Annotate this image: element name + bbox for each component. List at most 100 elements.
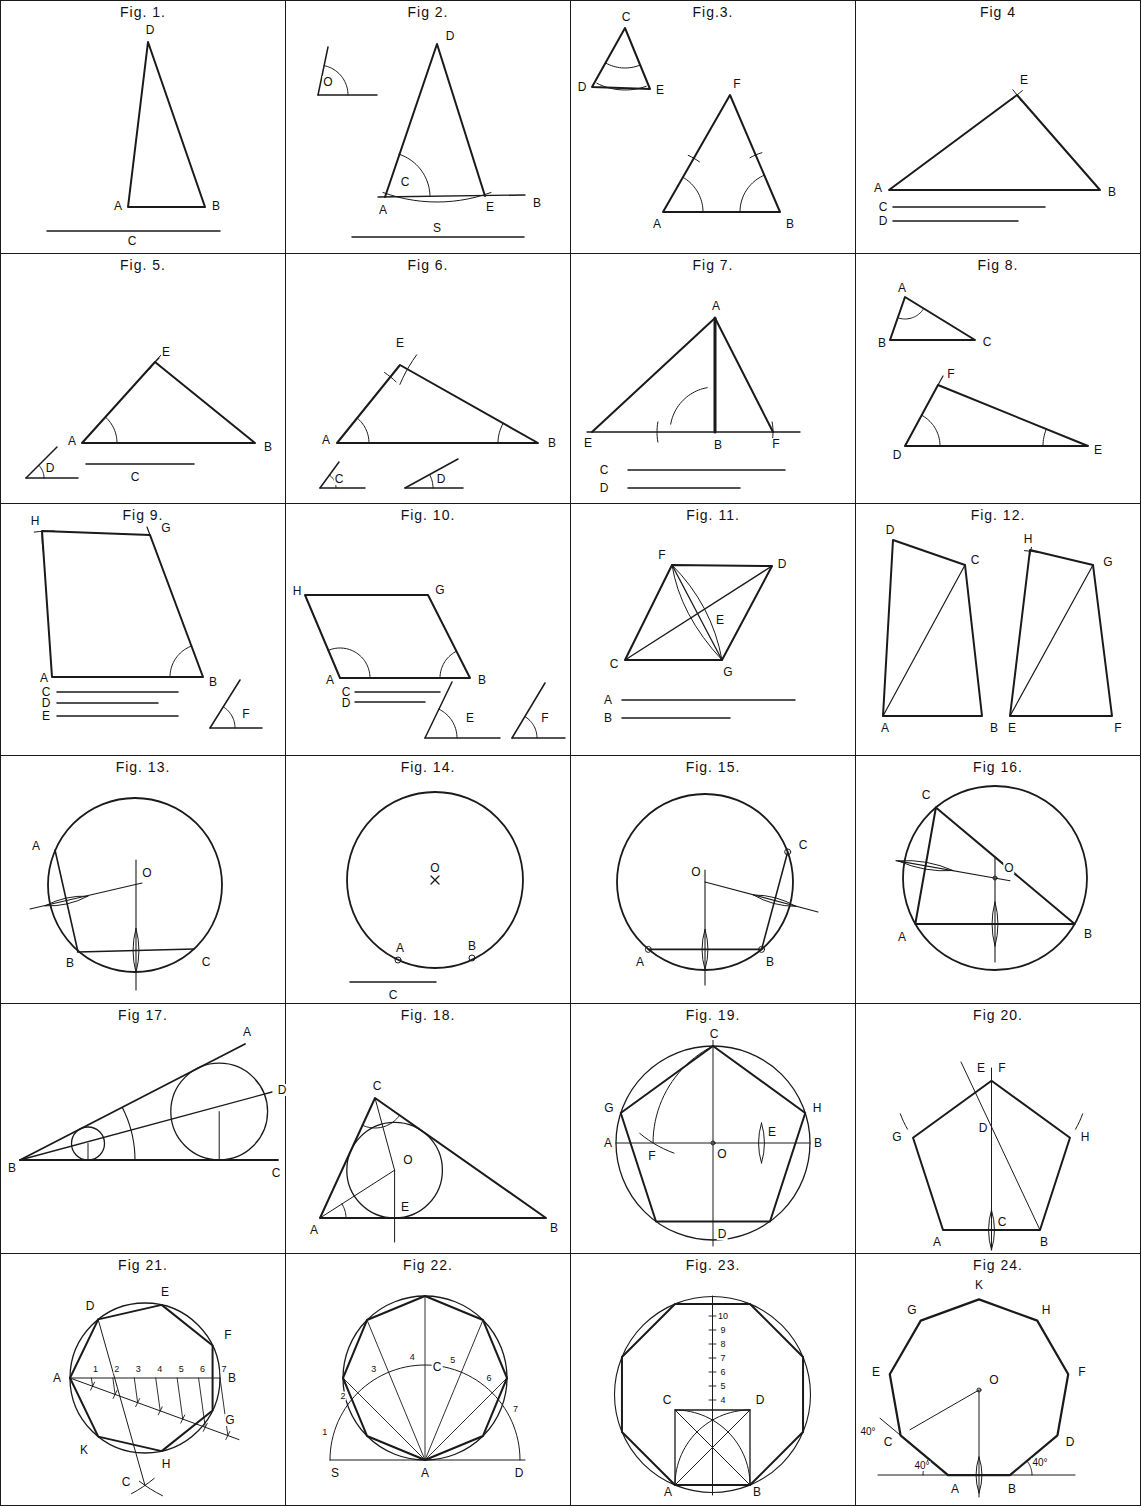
point-label: O — [322, 76, 333, 88]
figure-panel: Fig. 23. — [570, 1253, 856, 1506]
step-number: 5 — [449, 1355, 456, 1364]
point-label: F — [1077, 1366, 1086, 1378]
figure-title: Fig. 14. — [286, 759, 570, 775]
construction-line — [622, 717, 730, 719]
point-label: F — [732, 78, 741, 90]
point-label: E — [767, 1126, 777, 1138]
point-label: E — [465, 712, 475, 724]
construction-arc — [440, 651, 456, 678]
circle-outline — [70, 1303, 220, 1453]
point-label: E — [871, 1366, 881, 1378]
construction-line — [70, 1378, 239, 1440]
point-label: E — [583, 437, 593, 449]
step-number: 8 — [719, 1340, 726, 1349]
construction-line — [20, 1044, 245, 1160]
figure-title: Fig. 11. — [571, 507, 855, 523]
figure-outline — [905, 385, 1088, 446]
point-label: S — [432, 222, 442, 234]
point-label: G — [722, 666, 733, 678]
point-label: F — [946, 368, 955, 380]
point-label: B — [752, 1486, 762, 1498]
point-label: F — [647, 1150, 656, 1162]
point-label: G — [224, 1414, 235, 1426]
figure-outline — [592, 28, 650, 89]
construction-line — [893, 206, 1045, 208]
point-label: A — [52, 1372, 62, 1384]
construction-arc — [759, 1123, 762, 1163]
point-label: C — [334, 473, 345, 485]
construction-arc — [1043, 429, 1046, 446]
construction-arc — [1030, 547, 1032, 556]
construction-arc — [976, 1457, 979, 1493]
point-label: O — [141, 867, 152, 879]
construction-line — [883, 565, 965, 716]
construction-arc — [675, 1410, 750, 1485]
construction-arc — [753, 895, 796, 906]
figure-outline — [890, 297, 975, 340]
point-label: B — [877, 337, 887, 349]
point-label: A — [873, 182, 883, 194]
point-mark — [993, 876, 997, 880]
figure-outline — [385, 44, 485, 197]
construction-arc — [597, 83, 646, 90]
construction-line — [30, 883, 142, 909]
figure-title: Fig. 12. — [856, 507, 1140, 523]
figure-outline — [128, 42, 205, 207]
construction-line — [181, 1415, 185, 1423]
construction-arc — [1076, 1114, 1083, 1129]
construction-line — [320, 487, 365, 489]
point-label: C — [921, 789, 932, 801]
construction-line — [587, 431, 800, 432]
figure-outline — [625, 565, 772, 660]
construction-line — [98, 1319, 145, 1485]
point-label: B — [1007, 1483, 1017, 1495]
point-label: B — [1083, 928, 1093, 940]
point-label: E — [485, 201, 495, 213]
figure-title: Fig 4 — [856, 4, 1140, 20]
figure-outline — [82, 362, 255, 443]
construction-line — [57, 702, 158, 704]
figure-title: Fig 20. — [856, 1007, 1140, 1023]
construction-line — [512, 683, 545, 738]
figure-panel: Fig. 5. — [0, 253, 286, 504]
point-label: C — [798, 839, 809, 851]
construction-arc — [762, 1123, 765, 1163]
figure-panel: Fig. 10. — [285, 503, 571, 756]
construction-arc — [750, 153, 762, 158]
figure-outline — [343, 1296, 507, 1460]
construction-line — [628, 487, 740, 489]
point-label: B — [765, 956, 775, 968]
construction-arc — [150, 355, 161, 369]
figure-title: Fig. 1. — [1, 4, 285, 20]
point-label: F — [657, 549, 666, 561]
construction-arc — [653, 1046, 713, 1143]
construction-arc — [439, 709, 457, 738]
construction-line — [709, 1400, 716, 1401]
figure-panel: Fig 7. — [570, 253, 856, 504]
point-label: D — [885, 524, 896, 536]
point-mark — [759, 946, 765, 952]
point-label: B — [208, 676, 218, 688]
point-label: H — [1041, 1304, 1052, 1316]
point-label: A — [932, 1236, 942, 1248]
construction-line — [91, 1382, 95, 1390]
figure-title: Fig 21. — [1, 1257, 285, 1273]
construction-arc — [672, 565, 722, 660]
point-label: O — [1003, 862, 1014, 874]
construction-line — [425, 1436, 483, 1460]
construction-line — [26, 477, 78, 479]
construction-arc — [989, 1210, 992, 1250]
figure-panel: Fig. 13. — [0, 755, 286, 1004]
construction-arc — [640, 1133, 674, 1153]
construction-line — [226, 1431, 230, 1439]
construction-line — [86, 463, 194, 465]
step-number: 6 — [486, 1374, 493, 1383]
point-label: F — [997, 1062, 1006, 1074]
construction-line — [394, 1170, 395, 1242]
construction-arc — [39, 465, 44, 478]
figure-outline — [1010, 550, 1112, 716]
step-number: 3 — [135, 1365, 142, 1374]
point-label: C — [621, 11, 632, 23]
construction-line — [158, 1407, 162, 1415]
